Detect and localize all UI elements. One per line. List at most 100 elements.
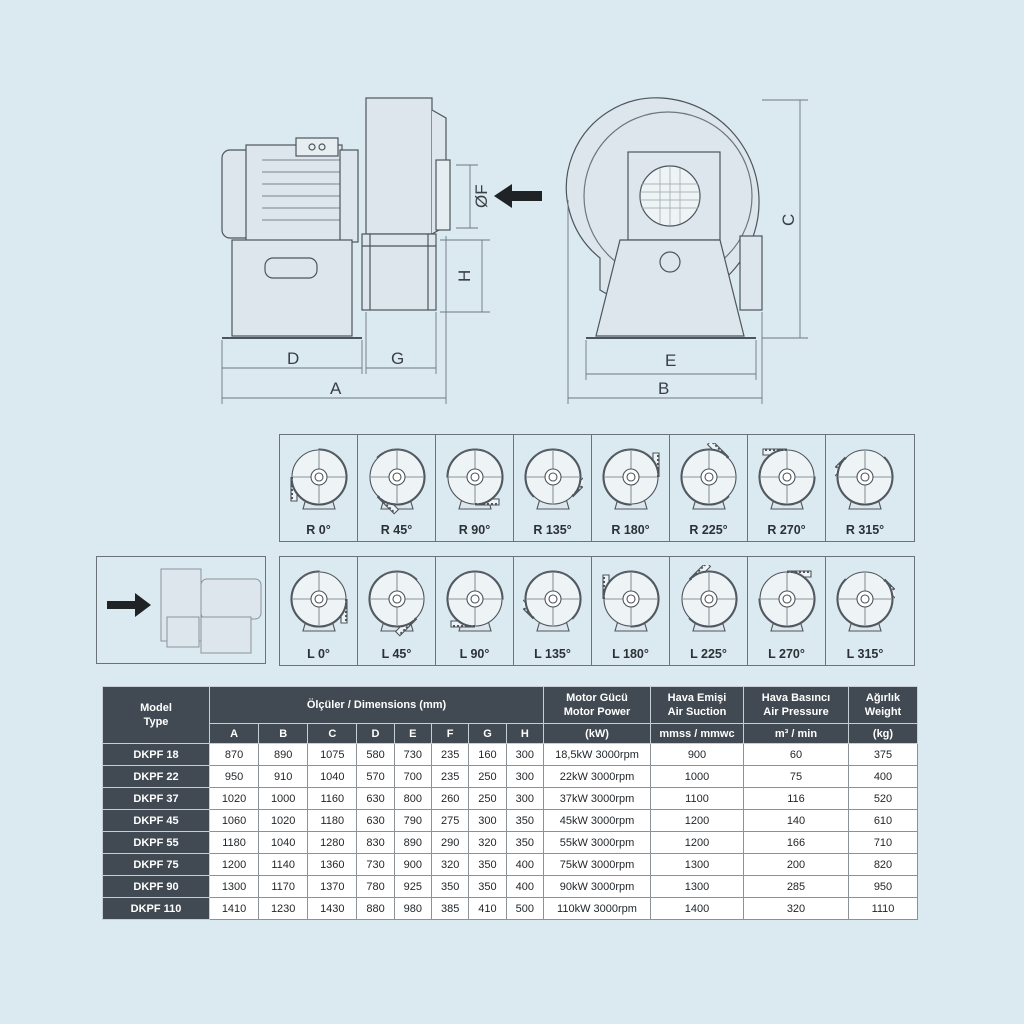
fan-orientation-icon bbox=[446, 570, 504, 632]
dimension-cell: 1170 bbox=[258, 875, 309, 898]
dimensions-header: Ölçüler / Dimensions (mm) bbox=[209, 686, 544, 724]
dimension-cell: 890 bbox=[393, 831, 433, 854]
dim-col-header: E bbox=[393, 723, 433, 744]
motor-body bbox=[245, 144, 343, 244]
housing-side bbox=[365, 97, 433, 235]
dimension-cell: 890 bbox=[258, 743, 309, 766]
dimension-cell: 350 bbox=[468, 875, 507, 898]
model-cell: DKPF 37 bbox=[102, 787, 210, 810]
orientation-label: L 0° bbox=[307, 647, 330, 661]
air-suction-cell: 1300 bbox=[650, 875, 744, 898]
dimension-cell: 580 bbox=[356, 743, 395, 766]
dimension-cell: 1040 bbox=[307, 765, 358, 788]
inlet-flange bbox=[435, 159, 451, 231]
dim-C-label: C bbox=[779, 214, 798, 226]
dimension-cell: 400 bbox=[505, 853, 545, 876]
fan-orientation-icon bbox=[758, 570, 816, 632]
orientation-label: R 0° bbox=[306, 523, 331, 537]
orientation-cell: R 315° bbox=[826, 435, 904, 541]
air-suction-cell: 1200 bbox=[650, 809, 744, 832]
motor-power-cell: 22kW 3000rpm bbox=[543, 765, 651, 788]
dimension-cell: 730 bbox=[393, 743, 433, 766]
orientation-cell: L 135° bbox=[514, 557, 592, 665]
dimension-cell: 350 bbox=[505, 831, 545, 854]
dim-G-label: G bbox=[391, 349, 404, 368]
orientation-label: L 270° bbox=[768, 647, 805, 661]
orientation-label: R 180° bbox=[611, 523, 650, 537]
weight-cell: 520 bbox=[848, 787, 918, 810]
dimension-cell: 780 bbox=[356, 875, 395, 898]
mini-side-view bbox=[96, 556, 266, 664]
orientation-label: R 135° bbox=[533, 523, 572, 537]
dim-col-header: D bbox=[356, 723, 395, 744]
dimension-cell: 385 bbox=[430, 897, 470, 920]
fan-orientation-icon bbox=[835, 449, 894, 510]
model-cell: DKPF 110 bbox=[102, 897, 210, 920]
terminal-box bbox=[295, 137, 339, 157]
dimension-cell: 980 bbox=[393, 897, 433, 920]
motor-power-cell: 55kW 3000rpm bbox=[543, 831, 651, 854]
outlet-side bbox=[361, 233, 437, 311]
dimension-cell: 1075 bbox=[307, 743, 358, 766]
dimension-cell: 1430 bbox=[307, 897, 358, 920]
fan-orientation-icon bbox=[681, 565, 738, 632]
dimension-cell: 410 bbox=[468, 897, 507, 920]
orientation-row-right: R 0°R 45°R 90°R 135°R 180°R 225°R 270°R … bbox=[279, 434, 915, 542]
dimension-cell: 400 bbox=[505, 875, 545, 898]
fan-orientation-icon bbox=[290, 448, 348, 510]
orientation-cell: R 135° bbox=[514, 435, 592, 541]
model-cell: DKPF 45 bbox=[102, 809, 210, 832]
dimension-cell: 700 bbox=[393, 765, 433, 788]
air-pressure-cell: 320 bbox=[743, 897, 849, 920]
dimension-cell: 800 bbox=[393, 787, 433, 810]
dimension-cell: 1020 bbox=[258, 809, 309, 832]
dimension-cell: 910 bbox=[258, 765, 309, 788]
dimension-cell: 830 bbox=[356, 831, 395, 854]
orientation-cell: R 90° bbox=[436, 435, 514, 541]
fan-orientation-icon bbox=[602, 570, 660, 632]
air-suction-cell: 1400 bbox=[650, 897, 744, 920]
weight-cell: 820 bbox=[848, 853, 918, 876]
dim-A-label: A bbox=[330, 379, 342, 398]
dimension-cell: 1140 bbox=[258, 853, 309, 876]
dimension-cell: 320 bbox=[430, 853, 470, 876]
orientation-cell: L 180° bbox=[592, 557, 670, 665]
dimension-cell: 1370 bbox=[307, 875, 358, 898]
dimension-cell: 1000 bbox=[258, 787, 309, 810]
dim-col-header: F bbox=[430, 723, 470, 744]
fan-orientation-icon bbox=[369, 448, 426, 515]
dimension-cell: 300 bbox=[468, 809, 507, 832]
fan-orientation-icon bbox=[290, 570, 348, 632]
dimension-cell: 1040 bbox=[258, 831, 309, 854]
dimension-cell: 1410 bbox=[208, 897, 260, 920]
air-pressure-cell: 60 bbox=[743, 743, 849, 766]
model-cell: DKPF 90 bbox=[102, 875, 210, 898]
air-pressure-cell: 200 bbox=[743, 853, 849, 876]
dimension-cell: 1180 bbox=[307, 809, 358, 832]
airflow-arrow bbox=[494, 184, 542, 208]
orientation-cell: R 0° bbox=[280, 435, 358, 541]
dimension-cell: 300 bbox=[505, 765, 545, 788]
fan-orientation-icon bbox=[758, 448, 816, 510]
dim-B-label: B bbox=[658, 379, 669, 398]
fan-orientation-icon bbox=[836, 571, 895, 632]
motor-power-cell: 45kW 3000rpm bbox=[543, 809, 651, 832]
dimension-cell: 260 bbox=[430, 787, 470, 810]
orientation-cell: L 225° bbox=[670, 557, 748, 665]
orientation-label: L 135° bbox=[534, 647, 571, 661]
dimension-cell: 500 bbox=[505, 897, 545, 920]
dimension-cell: 290 bbox=[430, 831, 470, 854]
dimension-cell: 350 bbox=[505, 809, 545, 832]
dimension-cell: 1300 bbox=[208, 875, 260, 898]
orientation-row-left: L 0°L 45°L 90°L 135°L 180°L 225°L 270°L … bbox=[279, 556, 915, 666]
air-pressure-cell: 285 bbox=[743, 875, 849, 898]
weight-cell: 710 bbox=[848, 831, 918, 854]
